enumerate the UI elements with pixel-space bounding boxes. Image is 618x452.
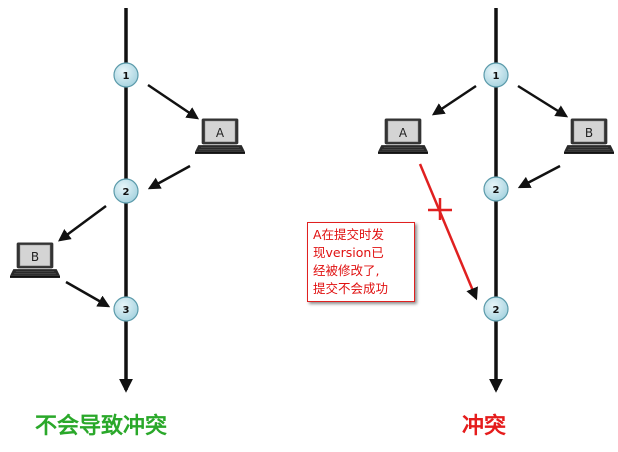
conflict-note-line-4: 提交不会成功 (313, 281, 389, 296)
right-conflict-arrow (418, 163, 478, 301)
conflict-note-line-2: 现version已 (313, 245, 384, 260)
right-node-3-label: 2 (493, 305, 500, 316)
left-node-1: 1 (113, 62, 139, 88)
right-laptop-b-icon: B (564, 118, 614, 155)
left-node-1-label: 1 (123, 71, 130, 82)
right-arrow-b-to-node2 (517, 164, 561, 189)
conflict-note: A在提交时发 现version已 经被修改了, 提交不会成功 (307, 222, 415, 302)
right-scenario: 1 2 2 A B (378, 8, 614, 393)
left-laptop-a-label: A (216, 126, 225, 140)
conflict-note-line-3: 经被修改了, (313, 263, 380, 278)
left-arrow-node1-to-a (147, 83, 200, 120)
right-conflict-cross-icon (428, 198, 452, 220)
left-laptop-b-icon: B (10, 242, 60, 279)
left-scenario: 1 2 3 A B (10, 8, 245, 393)
right-laptop-b-label: B (585, 126, 593, 140)
left-laptop-a-icon: A (195, 118, 245, 155)
left-node-3-label: 3 (123, 305, 130, 316)
right-node-1-label: 1 (493, 71, 500, 82)
right-node-1: 1 (483, 62, 509, 88)
right-arrow-node1-to-b (517, 84, 569, 118)
left-caption: 不会导致冲突 (35, 414, 168, 439)
left-arrow-node2-to-b (57, 204, 107, 242)
left-node-2: 2 (113, 178, 139, 204)
right-laptop-a-icon: A (378, 118, 428, 155)
right-node-2-label: 2 (493, 185, 500, 196)
right-node-3: 2 (483, 296, 509, 322)
right-arrow-node1-to-a (431, 84, 477, 116)
left-node-2-label: 2 (123, 187, 130, 198)
right-caption: 冲突 (462, 414, 507, 439)
right-laptop-a-label: A (399, 126, 408, 140)
right-node-2: 2 (483, 176, 509, 202)
conflict-note-line-1: A在提交时发 (313, 227, 385, 242)
left-laptop-b-label: B (31, 250, 39, 264)
left-arrow-a-to-node2 (147, 164, 191, 190)
left-arrow-b-to-node3 (65, 280, 111, 308)
left-node-3: 3 (113, 296, 139, 322)
